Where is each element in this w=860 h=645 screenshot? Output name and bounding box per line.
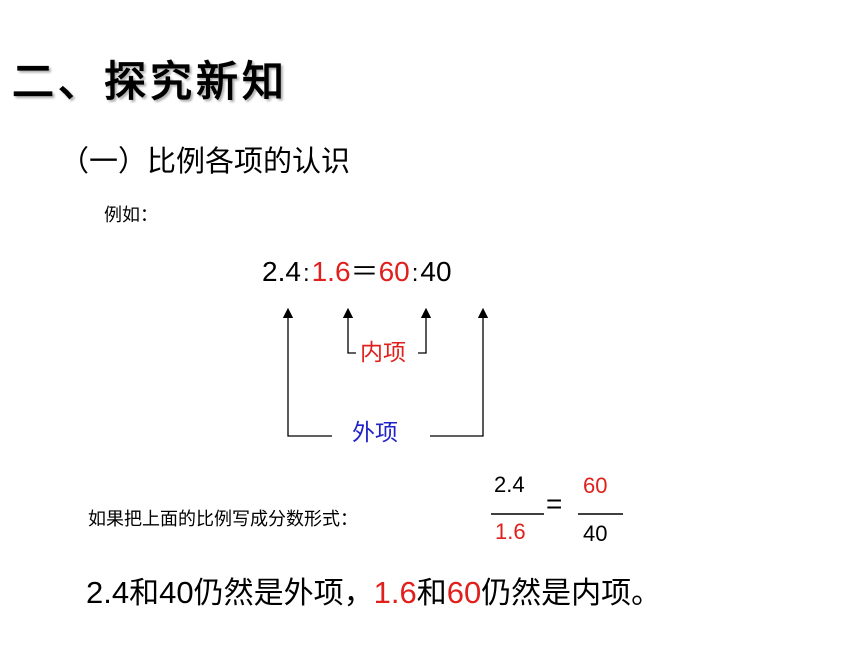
fraction-intro-text: 如果把上面的比例写成分数形式： — [88, 509, 358, 530]
ratio-equals: ＝ — [350, 256, 379, 287]
ratio-term-a: 2.4 — [262, 256, 301, 287]
outer-arrow-left — [282, 307, 332, 437]
outer-arrow-right — [430, 307, 489, 437]
ratio-colon-2: : — [411, 260, 419, 287]
example-label: 例如： — [104, 205, 158, 226]
conclusion-outer-term-1: 2.4 — [86, 575, 130, 610]
outer-terms-label: 外项 — [352, 420, 398, 446]
conclusion-inner-term-2: 60 — [446, 575, 482, 610]
conclusion-inner-text: 仍然是内项。 — [481, 576, 662, 611]
conclusion-outer-term-2: 40 — [159, 575, 194, 610]
right-numerator: 60 — [583, 473, 608, 498]
conclusion-sentence: 2.4和40仍然是外项，1.6和60仍然是内项。 — [86, 568, 661, 612]
ratio-term-d: 40 — [420, 256, 452, 287]
ratio-colon-1: : — [302, 260, 310, 287]
conclusion-and-1: 和 — [129, 576, 160, 611]
ratio-term-c: 60 — [378, 256, 410, 287]
ratio-term-b: 1.6 — [311, 256, 351, 287]
left-denominator: 1.6 — [495, 519, 526, 544]
section-heading: 二、探究新知 — [12, 57, 289, 106]
conclusion-inner-term-1: 1.6 — [373, 575, 417, 610]
sub-heading: （一）比例各项的认识 — [60, 144, 351, 178]
fraction-equals: = — [546, 488, 563, 519]
ratio-expression: 2.4:1.6＝60:40 — [262, 250, 452, 290]
conclusion-outer-text: 仍然是外项， — [193, 576, 374, 611]
inner-arrow-left — [342, 307, 356, 354]
inner-terms-label: 内项 — [360, 340, 406, 366]
right-denominator: 40 — [583, 521, 608, 546]
inner-arrow-right — [418, 307, 432, 354]
conclusion-and-2: 和 — [416, 576, 447, 611]
left-numerator: 2.4 — [494, 472, 525, 497]
